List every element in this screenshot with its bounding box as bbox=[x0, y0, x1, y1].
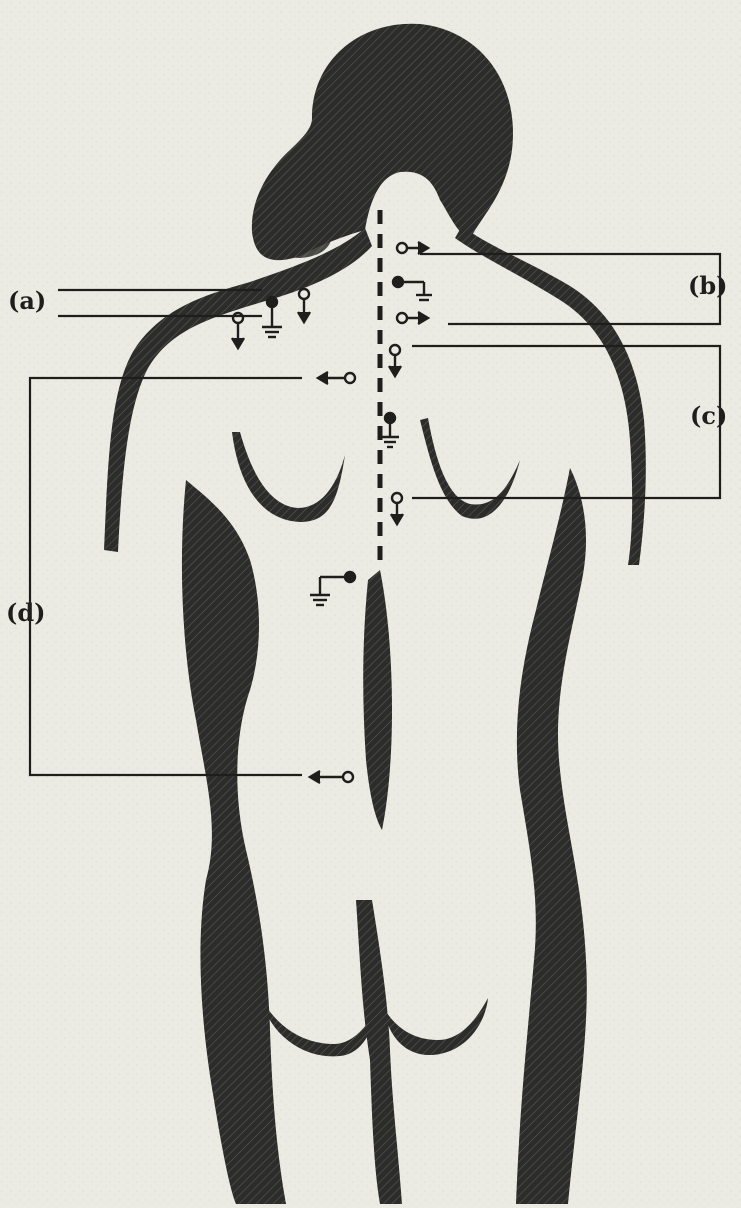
label-d: (d) bbox=[6, 601, 46, 625]
label-c: (c) bbox=[690, 404, 727, 428]
label-a: (a) bbox=[8, 289, 46, 313]
label-b: (b) bbox=[688, 274, 728, 298]
